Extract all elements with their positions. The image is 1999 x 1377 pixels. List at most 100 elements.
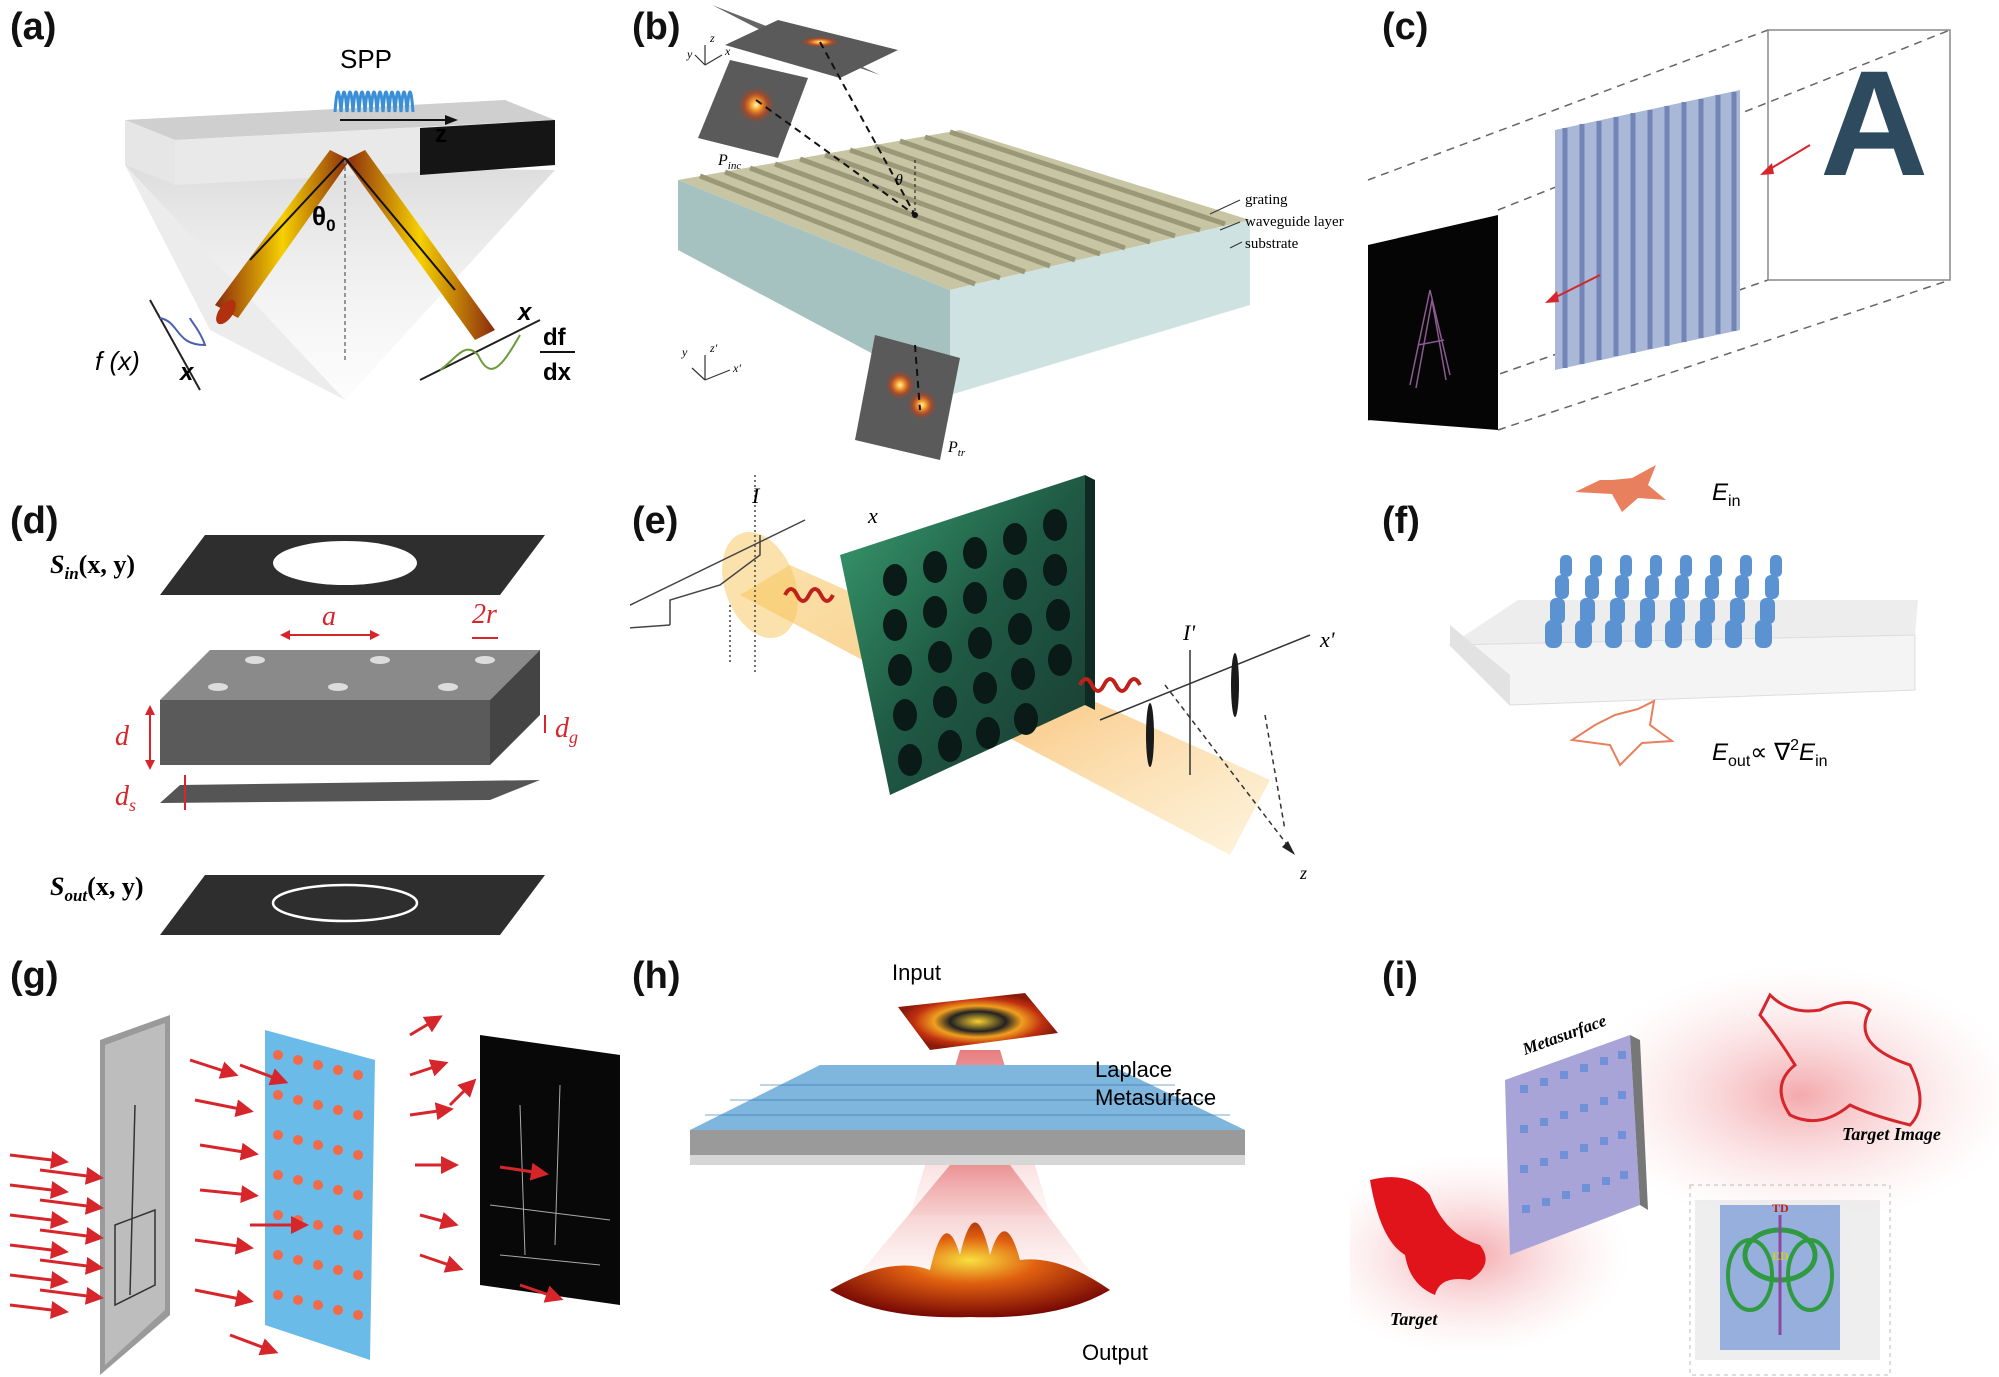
input-x-label: x	[867, 503, 878, 528]
plate-holes	[883, 509, 1072, 776]
axis-y-label: y	[686, 47, 693, 61]
panel-d: (d) Sin(x, y) a 2r d dg ds Sout(x, y)	[0, 475, 640, 950]
input-star	[1575, 465, 1666, 512]
input-I-label: I	[751, 483, 761, 508]
panel-label-b: (b)	[632, 6, 681, 48]
output-wave	[1078, 677, 1142, 693]
panel-h: (h) Input Laplace Metasurface	[630, 955, 1350, 1377]
target-image-label: Target Image	[1842, 1124, 1941, 1144]
panel-i: (i) Target Image Metasurface Target	[1350, 955, 1999, 1377]
grating-top	[678, 130, 1250, 290]
unit-cell-inset-frame	[1689, 1184, 1891, 1376]
fx-label: f (x)	[95, 346, 140, 376]
td-label: TD	[1772, 1201, 1789, 1215]
ptr-label: Ptr	[947, 439, 966, 459]
panel-g: (g)	[0, 955, 640, 1377]
axis-z-label: z	[709, 31, 715, 45]
metasurface-array	[1505, 1035, 1640, 1255]
theta-label: θ	[895, 172, 903, 189]
panel-label-a: (a)	[10, 6, 57, 48]
object-plane	[1767, 29, 1951, 281]
input-wave	[783, 587, 835, 603]
axes-top	[694, 45, 723, 66]
incident-beam	[215, 150, 350, 325]
input-label: Input	[892, 960, 941, 985]
ed-label: ED	[1772, 1249, 1789, 1263]
metasurface-label: Metasurface	[1095, 1085, 1216, 1110]
output-field-surface	[830, 1222, 1110, 1318]
ein-label: Ein	[1712, 479, 1740, 510]
vector-field-edge-detection-diagram	[9, 1015, 620, 1375]
slab-thickness-label: d	[115, 721, 130, 752]
output-x-label: x'	[1319, 627, 1335, 652]
output-intensity-profile	[1099, 634, 1311, 856]
grating-edge-detection-diagram: A	[1367, 29, 1951, 431]
grating-differentiator-diagram: θ grating waveguide layer substrate Pinc…	[678, 5, 1344, 460]
panel-label-i: (i)	[1382, 955, 1418, 997]
substrate	[160, 780, 540, 803]
panel-c: (c) A	[1350, 0, 1999, 440]
panel-label-e: (e)	[632, 500, 679, 542]
theta0-label: θ0	[312, 201, 336, 235]
grating-label: grating	[1245, 192, 1288, 208]
substrate-label: substrate	[1245, 236, 1299, 252]
axis-y2-label: y	[681, 345, 688, 359]
lattice-constant-label: a	[322, 601, 336, 632]
panel-b: (b)	[630, 0, 1350, 475]
axis-x-label: x	[724, 44, 731, 58]
panel-label-f: (f)	[1382, 500, 1420, 542]
laplace-metasurface-imaging-diagram: Input Laplace Metasurface Output	[690, 960, 1245, 1365]
output-I-label: I'	[1182, 620, 1195, 645]
panel-label-g: (g)	[10, 955, 59, 997]
output-star-edge	[1569, 699, 1675, 767]
x-label-2: x	[516, 299, 533, 326]
object-letter: A	[1820, 39, 1928, 207]
reflected-screen	[725, 20, 898, 78]
axis-x2-label: x'	[732, 361, 741, 375]
panel-a: (a) SPP z	[0, 0, 640, 440]
waveguide-label: waveguide layer	[1245, 214, 1344, 230]
target-image-outline	[1758, 992, 1922, 1127]
gap-label: dg	[555, 713, 578, 747]
input-profile	[149, 299, 207, 391]
metasurface-plate	[265, 1030, 375, 1360]
panel-label-h: (h)	[632, 955, 681, 997]
input-intensity-profile	[630, 475, 806, 675]
spp-wave	[333, 90, 415, 113]
target-label: Target	[1390, 1309, 1438, 1329]
metasurface-dots	[273, 1050, 363, 1320]
laplace-metasurface-diagram: Ein Eout∝ ∇2Ein	[1448, 465, 1918, 770]
panel-label-d: (d)	[10, 500, 59, 542]
axes-bottom	[691, 355, 731, 381]
photonic-crystal-slab-diagram: Sin(x, y) a 2r d dg ds Sout(x, y)	[50, 535, 578, 935]
metasurface-target-imaging-diagram: Target Image Metasurface Target TD ED	[1350, 965, 1999, 1376]
input-field-pattern	[898, 993, 1058, 1050]
output-label: Output	[1082, 1340, 1148, 1365]
sout-label: Sout(x, y)	[50, 872, 143, 905]
dx-label: dx	[543, 359, 572, 386]
panel-f: (f) Ein Eout∝ ∇2Ein	[1350, 460, 1999, 950]
z-axis-label: z	[1299, 863, 1307, 883]
output-edge-letter	[1409, 289, 1451, 389]
x-label-1: x	[178, 359, 195, 386]
prism	[125, 165, 555, 400]
z-label: z	[435, 121, 447, 148]
output-profile	[419, 319, 541, 381]
reflected-beam	[345, 150, 495, 340]
nanopillar-array	[1545, 555, 1782, 648]
pinc-label: Pinc	[717, 152, 741, 172]
photonic-crystal-laplacian-diagram: I x I' x' z	[630, 475, 1335, 883]
panel-e: (e) I x	[630, 475, 1350, 950]
substrate-gap-label: ds	[115, 781, 136, 815]
target-shape	[1370, 1177, 1486, 1295]
hole-diameter-label: 2r	[472, 599, 497, 630]
sin-label: Sin(x, y)	[50, 550, 135, 583]
output-plane	[160, 875, 545, 935]
laplace-label: Laplace	[1095, 1057, 1172, 1082]
metasurface-top	[690, 1065, 1245, 1130]
metasurface-substrate	[1450, 600, 1918, 645]
eout-label: Eout∝ ∇2Ein	[1712, 737, 1828, 770]
spp-differentiator-diagram: SPP z θ0 f (x) x x df dx	[95, 44, 575, 400]
df-label: df	[543, 324, 567, 351]
output-edge-image	[480, 1035, 620, 1305]
